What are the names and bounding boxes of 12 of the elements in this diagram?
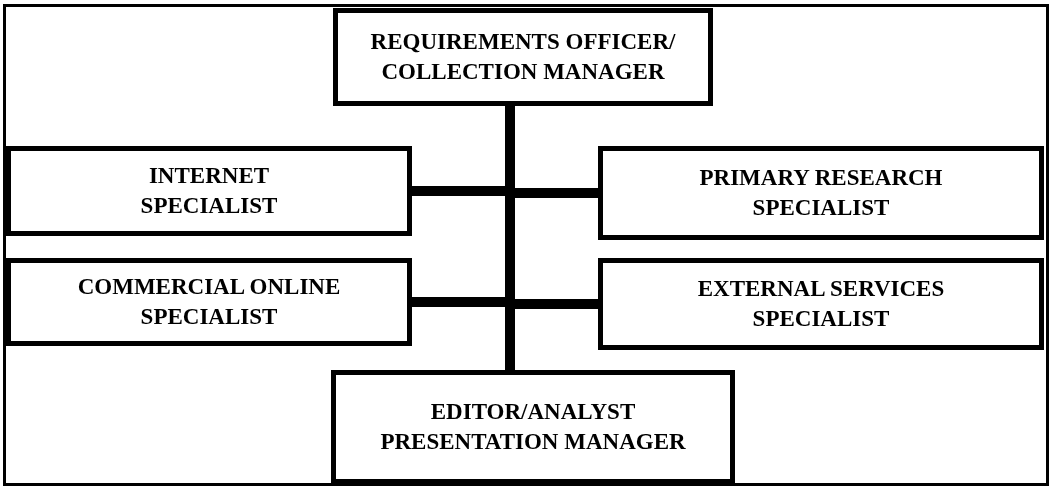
role-box [6, 146, 412, 236]
role-box [598, 258, 1044, 350]
role-box [333, 8, 713, 106]
role-box [598, 146, 1044, 240]
role-title: COMMERCIAL ONLINE SPECIALIST [76, 273, 342, 331]
role-title: EXTERNAL SERVICES SPECIALIST [696, 275, 946, 333]
role-title: REQUIREMENTS OFFICER/ COLLECTION MANAGER [369, 28, 677, 86]
role-title: INTERNET SPECIALIST [139, 162, 279, 220]
role-box [6, 258, 412, 346]
role-title: EDITOR/ANALYST PRESENTATION MANAGER [379, 398, 687, 456]
role-title: PRIMARY RESEARCH SPECIALIST [698, 164, 944, 222]
role-box [331, 370, 735, 484]
